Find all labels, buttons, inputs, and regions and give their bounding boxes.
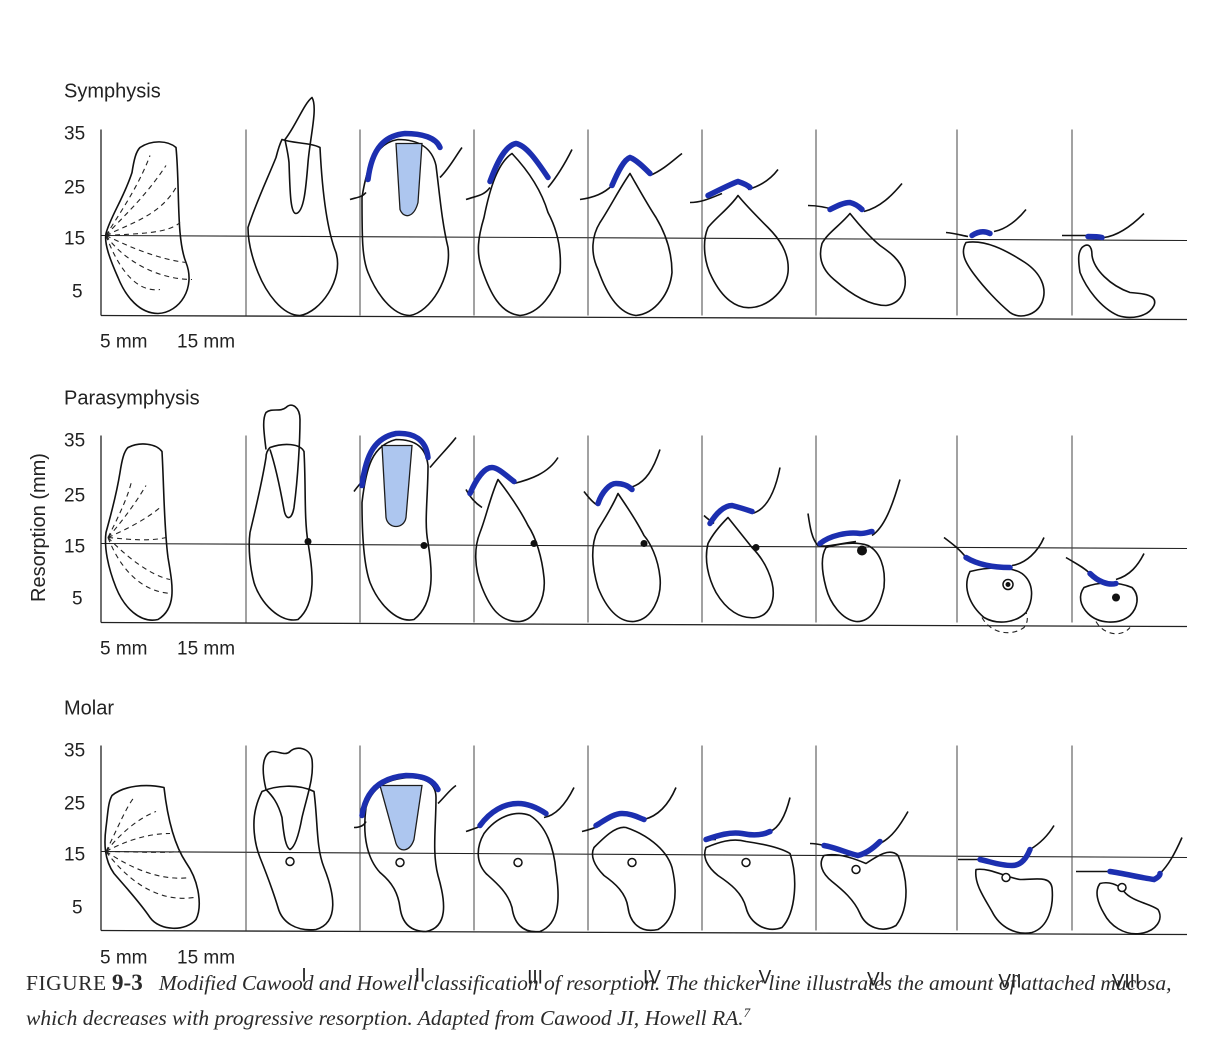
row-title-parasymphysis: Parasymphysis (64, 388, 200, 410)
stage-vi-parasymphysis (807, 479, 901, 623)
stage-label-viii: VIII (1112, 972, 1141, 993)
stage-iv-molar (581, 787, 677, 932)
stage-ii-parasymphysis (353, 430, 457, 621)
y-tick-35: 35 (64, 741, 85, 762)
y-tick-5: 5 (72, 898, 83, 919)
stage-ii-symphysis (349, 130, 463, 317)
stage-label-vii: VII (998, 972, 1021, 993)
y-tick-25: 25 (64, 794, 85, 815)
stage-ii-molar (353, 772, 457, 933)
row-title-molar: Molar (64, 698, 114, 720)
stage-viii-symphysis (1062, 212, 1156, 319)
stage-vii-molar (958, 825, 1055, 934)
y-tick-35: 35 (64, 431, 85, 452)
y-tick-5: 5 (72, 589, 83, 610)
caption-label: FIGURE (26, 971, 107, 995)
x-axis (100, 314, 1188, 321)
stage-v-symphysis (689, 169, 789, 309)
stage-v-parasymphysis (703, 467, 781, 619)
stage-vi-symphysis (807, 182, 906, 307)
caption-number: 9-3 (112, 970, 143, 995)
stage-viii-parasymphysis (1065, 553, 1145, 635)
reference-section (104, 141, 193, 315)
y-tick-15: 15 (64, 845, 85, 866)
row-symphysis: Symphysis 35 25 15 5 5 mm 15 mm (64, 81, 1188, 353)
baseline-15mm (100, 850, 1188, 859)
stage-label-iv: IV (643, 968, 661, 989)
x-axis (100, 621, 1188, 628)
stage-v-molar (703, 797, 796, 930)
stage-viii-molar (1076, 837, 1183, 935)
row-parasymphysis: Parasymphysis 35 25 15 5 5 mm 15 mm Reso… (28, 388, 1188, 660)
stage-label-ii: II (415, 966, 426, 987)
x-tick-5mm: 5 mm (100, 948, 148, 969)
stage-i-parasymphysis (248, 404, 313, 621)
y-tick-35: 35 (64, 124, 85, 145)
stage-iv-parasymphysis (583, 449, 661, 623)
x-tick-15mm: 15 mm (177, 948, 235, 969)
reference-section (104, 443, 173, 621)
stage-i-molar (253, 747, 334, 931)
x-tick-5mm: 5 mm (100, 332, 148, 353)
stage-iv-symphysis (579, 152, 683, 317)
stage-label-i: I (301, 966, 306, 987)
y-tick-15: 15 (64, 229, 85, 250)
stage-iii-parasymphysis (465, 457, 559, 623)
y-tick-15: 15 (64, 537, 85, 558)
y-tick-5: 5 (72, 282, 83, 303)
stage-iii-molar (465, 787, 575, 933)
figure-caption: FIGURE 9-3 Modified Cawood and Howell cl… (26, 968, 1201, 1033)
baseline-15mm (100, 234, 1188, 242)
y-axis-label: Resorption (mm) (28, 453, 50, 602)
stage-i-symphysis (247, 96, 339, 317)
reference-section (104, 784, 200, 930)
stage-vii-symphysis (945, 209, 1045, 317)
caption-reference: 7 (743, 1005, 751, 1020)
x-tick-15mm: 15 mm (177, 639, 235, 660)
stage-vii-parasymphysis (943, 536, 1045, 634)
stage-label-vi: VI (867, 970, 885, 991)
row-title-symphysis: Symphysis (64, 81, 161, 103)
stage-label-v: V (759, 968, 772, 989)
x-axis (100, 929, 1188, 936)
row-molar: Molar 35 25 15 5 5 mm 15 mm (64, 698, 1188, 993)
caption-text: Modified Cawood and Howell classificatio… (26, 971, 1172, 1031)
x-tick-15mm: 15 mm (177, 332, 235, 353)
x-tick-5mm: 5 mm (100, 639, 148, 660)
stage-iii-symphysis (465, 140, 573, 317)
stage-label-iii: III (527, 968, 543, 989)
stage-vi-molar (809, 811, 909, 930)
y-tick-25: 25 (64, 178, 85, 199)
y-tick-25: 25 (64, 486, 85, 507)
